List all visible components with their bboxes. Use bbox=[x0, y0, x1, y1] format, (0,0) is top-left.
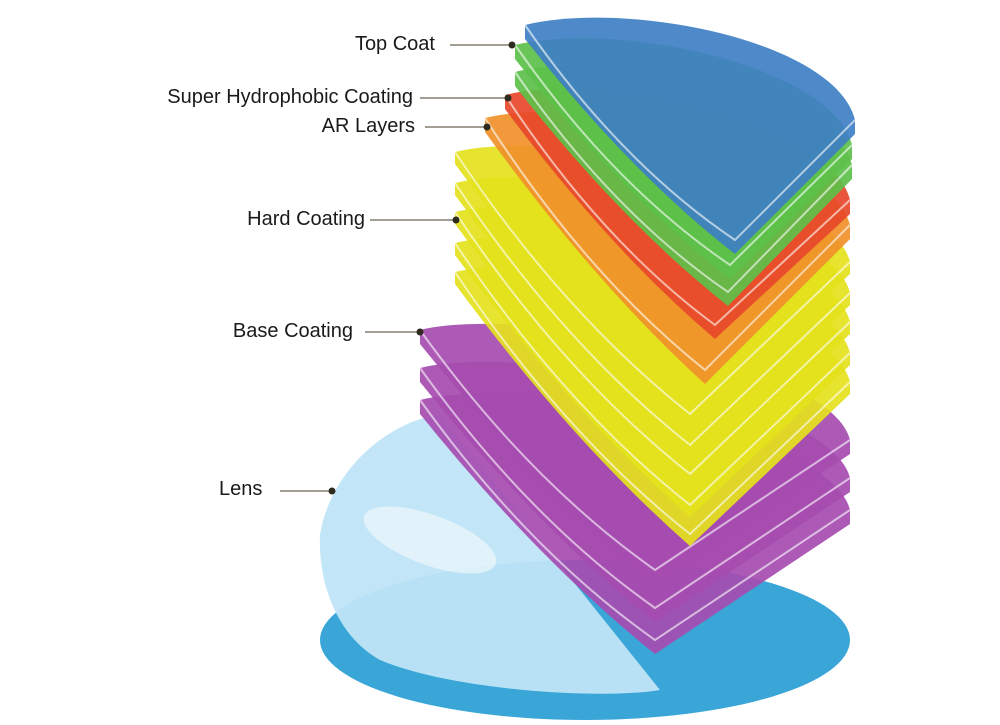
base-coating-layer-edge bbox=[419, 329, 851, 572]
label-top-coat: Top Coat bbox=[355, 33, 435, 55]
lens-highlight bbox=[363, 506, 497, 574]
hard-coating-layer-edge bbox=[454, 211, 851, 476]
hard-coating-layer-edge bbox=[454, 271, 851, 536]
label-super-hydrophobic: Super Hydrophobic Coating bbox=[167, 86, 413, 108]
ar-layer-edge bbox=[484, 117, 851, 372]
leader-dot bbox=[328, 487, 336, 495]
hard-coating-layer-edge bbox=[454, 242, 851, 507]
hard-coating-layer-edge bbox=[454, 182, 851, 447]
top-coat-blue-layer-edge bbox=[524, 24, 856, 242]
hard-coating-layer-edge bbox=[454, 151, 851, 416]
label-lens: Lens bbox=[219, 478, 262, 500]
top-coat-blue-layer bbox=[525, 17, 855, 254]
leader-dot bbox=[483, 123, 491, 131]
label-hard-coating: Hard Coating bbox=[247, 208, 365, 230]
leader-dot bbox=[504, 94, 512, 102]
base-coating-layer-edge bbox=[419, 367, 851, 610]
base-coating-layer-edge bbox=[419, 399, 851, 642]
label-ar-layers: AR Layers bbox=[322, 115, 415, 137]
leader-dot bbox=[416, 328, 424, 336]
leader-dot bbox=[508, 41, 516, 49]
top-coat-green-layer-edge bbox=[514, 71, 853, 294]
label-base-coating: Base Coating bbox=[233, 320, 353, 342]
leader-dot bbox=[452, 216, 460, 224]
top-coat-green-layer-edge bbox=[514, 44, 853, 267]
super-hydrophobic-layer-edge bbox=[504, 94, 851, 327]
